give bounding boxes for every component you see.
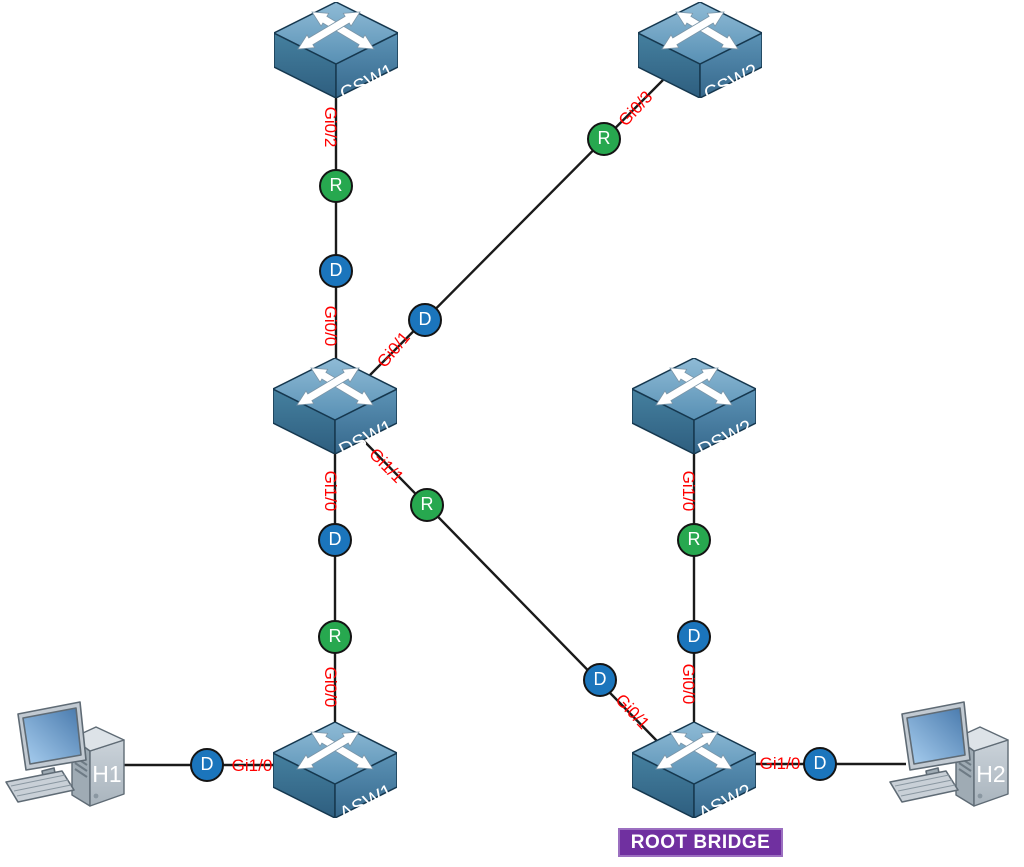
desktop-pc-icon: H1 — [5, 701, 125, 807]
port-label: Gi0/0 — [679, 663, 698, 705]
keyboard-icon — [5, 770, 75, 803]
switch-arrows-icon — [296, 731, 374, 770]
designated-port-badge: D — [583, 663, 617, 697]
root-port-badge: R — [677, 523, 711, 557]
switch-icon: CSW1 — [273, 1, 399, 106]
designated-port-badge: D — [319, 254, 353, 288]
switch-arrows-icon — [655, 731, 733, 770]
port-label: Gi1/0 — [231, 756, 273, 775]
switch-icon: ASW2 — [631, 721, 757, 825]
port-label: Gi0/2 — [321, 106, 340, 148]
switch-icon: DSW1 — [272, 357, 398, 462]
designated-port-badge: D — [408, 303, 442, 337]
designated-port-badge: D — [318, 523, 352, 557]
root-port-badge: R — [410, 488, 444, 522]
root-bridge-label: ROOT BRIDGE — [618, 828, 783, 857]
switch-icon: CSW2 — [637, 1, 763, 106]
root-port-badge: R — [587, 122, 621, 156]
switch-arrows-icon — [655, 367, 733, 406]
root-port-badge: R — [319, 169, 353, 203]
host-h1: H1 — [2, 698, 142, 833]
device-label: H2 — [976, 761, 1005, 787]
desktop-pc-icon: H2 — [889, 701, 1009, 807]
switch-icon: ASW1 — [272, 721, 398, 825]
port-label: Gi1/0 — [679, 470, 698, 512]
port-label: Gi1/0 — [759, 754, 801, 773]
designated-port-badge: D — [190, 748, 224, 782]
switch-csw1: CSW1 — [273, 1, 399, 106]
switch-dsw2: DSW2 — [631, 357, 757, 462]
switch-icon: DSW2 — [631, 357, 757, 462]
port-label: Gi0/0 — [321, 666, 340, 708]
switch-asw2: ASW2 — [631, 721, 757, 825]
link-line-dsw1-asw2 — [362, 439, 658, 742]
switch-dsw1: DSW1 — [272, 357, 398, 462]
switch-csw2: CSW2 — [637, 1, 763, 106]
designated-port-badge: D — [677, 620, 711, 654]
root-port-badge: R — [318, 620, 352, 654]
device-label: H1 — [92, 761, 121, 787]
port-label: Gi1/0 — [321, 470, 340, 512]
switch-asw1: ASW1 — [272, 721, 398, 825]
switch-arrows-icon — [661, 11, 739, 50]
monitor-icon — [17, 701, 87, 792]
switch-arrows-icon — [296, 367, 374, 406]
port-label: Gi0/0 — [321, 305, 340, 347]
host-h2: H2 — [886, 698, 1024, 833]
switch-arrows-icon — [297, 11, 375, 50]
designated-port-badge: D — [803, 747, 837, 781]
keyboard-icon — [889, 770, 959, 803]
